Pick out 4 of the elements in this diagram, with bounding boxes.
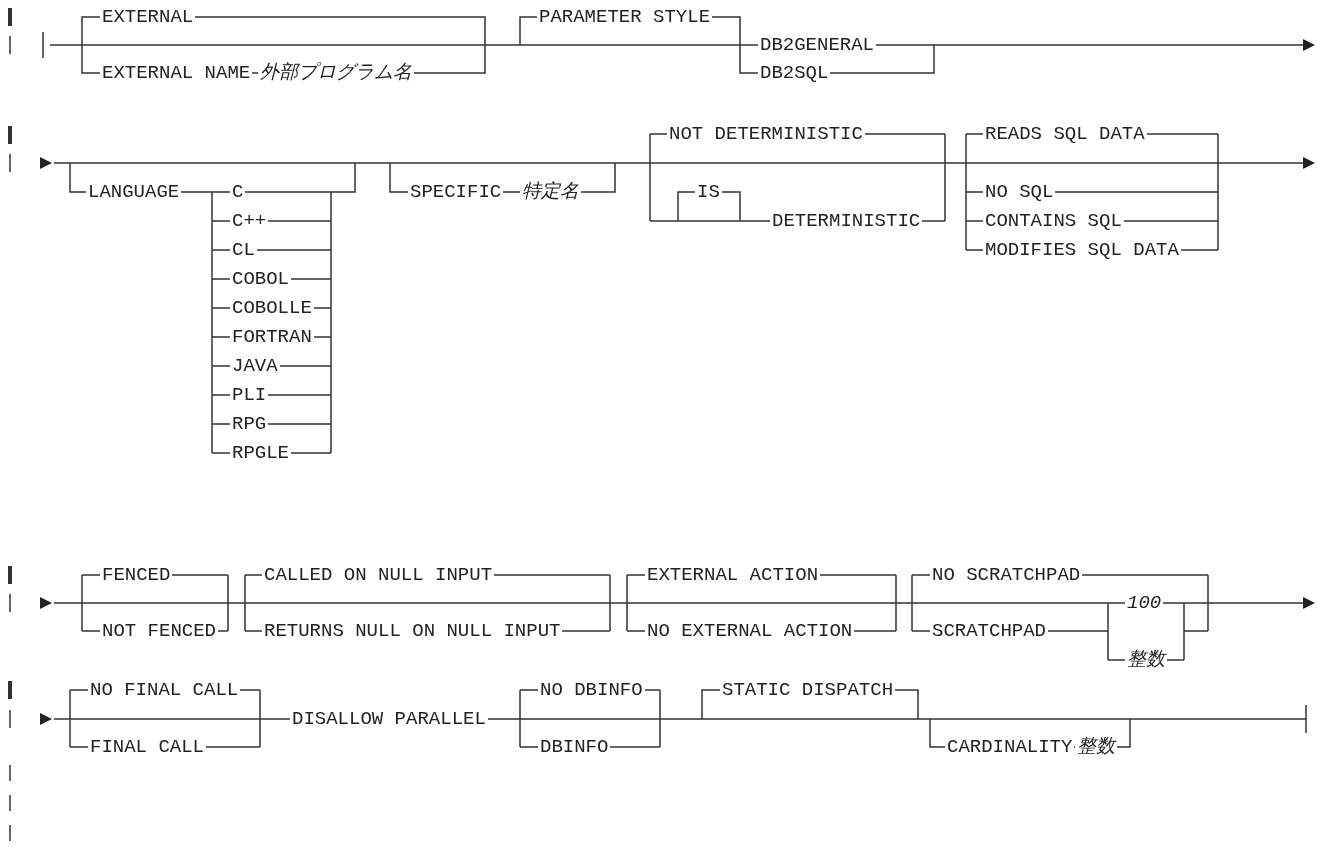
placeholder-text: 特定名 — [520, 181, 581, 203]
placeholder-text: 整数 — [1125, 649, 1167, 671]
placeholder-text: 外部プログラム名 — [258, 62, 414, 84]
placeholder-text: 整数 — [1075, 736, 1117, 758]
